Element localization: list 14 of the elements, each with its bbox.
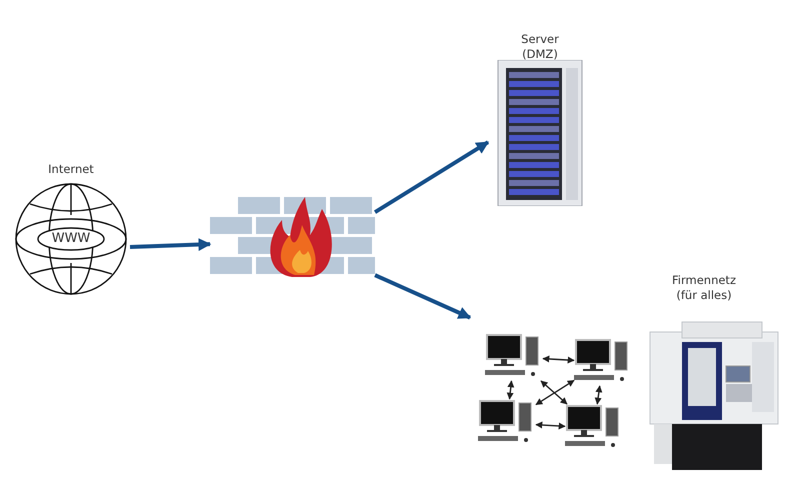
- arrow: [374, 273, 472, 320]
- node-label: Firmennetz (für alles): [671, 273, 737, 303]
- globe-label: WWW: [50, 231, 92, 246]
- double-arrow: [506, 380, 514, 400]
- arrow: [130, 238, 212, 251]
- double-arrow: [535, 422, 566, 430]
- double-arrow: [594, 385, 602, 405]
- node-label: Server (DMZ): [520, 32, 560, 62]
- firewall-icon: [210, 195, 375, 280]
- double-arrow: [540, 380, 568, 405]
- double-arrow: [535, 380, 575, 406]
- arrow: [374, 140, 490, 214]
- node-label: Internet: [47, 162, 95, 177]
- double-arrow: [542, 356, 575, 364]
